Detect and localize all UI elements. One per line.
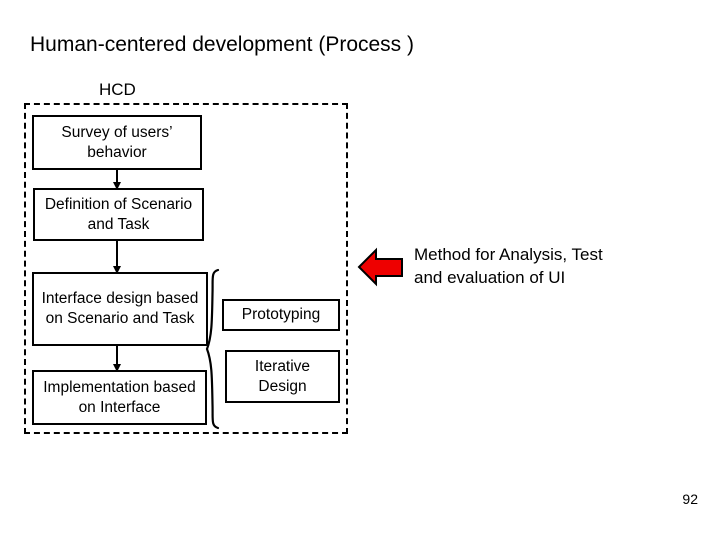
process-box-definition[interactable]: Definition of Scenario and Task bbox=[33, 188, 204, 241]
curly-brace-icon bbox=[205, 268, 220, 430]
method-box-iterative-design[interactable]: Iterative Design bbox=[225, 350, 340, 403]
process-box-survey[interactable]: Survey of users’ behavior bbox=[32, 115, 202, 170]
callout-text: Method for Analysis, Test and evaluation… bbox=[414, 245, 603, 287]
page-number: 92 bbox=[682, 491, 698, 507]
process-box-interface-design[interactable]: Interface design based on Scenario and T… bbox=[32, 272, 208, 346]
method-box-prototyping[interactable]: Prototyping bbox=[222, 299, 340, 331]
hcd-label: HCD bbox=[96, 80, 140, 100]
page-title: Human-centered development (Process ) bbox=[30, 33, 415, 56]
arrow-down-icon-interface-to-implementation bbox=[113, 344, 121, 372]
arrow-down-icon-definition-to-interface bbox=[113, 239, 121, 274]
process-box-implementation[interactable]: Implementation based on Interface bbox=[32, 370, 207, 425]
arrow-down-icon-survey-to-definition bbox=[113, 168, 121, 190]
arrow-left-icon bbox=[357, 247, 403, 287]
hcd-boundary bbox=[24, 103, 348, 434]
